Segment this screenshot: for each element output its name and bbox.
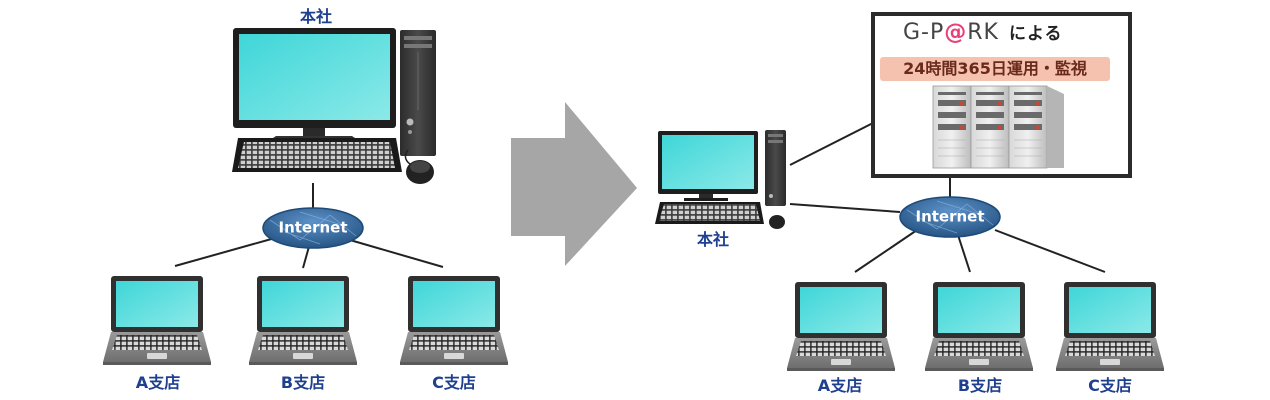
internet-cloud-icon xyxy=(262,207,364,249)
hq-label-left: 本社 xyxy=(299,7,333,26)
hq-label-right: 本社 xyxy=(696,230,730,249)
service-banner: 24時間365日運用・監視 xyxy=(880,57,1110,81)
branch-label-c-left: C支店 xyxy=(432,373,476,392)
arrow-right-icon xyxy=(511,102,637,266)
branch-label-c-right: C支店 xyxy=(1088,376,1132,395)
branch-label-b-left: B支店 xyxy=(280,373,326,392)
brand-suffix: RK xyxy=(967,20,999,45)
desktop-computer-icon xyxy=(232,28,436,184)
laptop-icon xyxy=(1056,282,1164,371)
branch-label-a-right: A支店 xyxy=(817,376,863,395)
desktop-computer-icon xyxy=(655,130,786,229)
brand-prefix: G-P xyxy=(903,20,945,45)
server-rack-icon xyxy=(932,85,1064,169)
brand-at-mark: @ xyxy=(944,20,968,45)
laptop-icon xyxy=(249,276,357,365)
brand-tail: による xyxy=(1008,24,1063,44)
gpark-brand-title: G-P@RK による xyxy=(903,22,1062,44)
internet-label-left: Internet xyxy=(278,218,348,237)
laptop-icon xyxy=(103,276,211,365)
laptop-icon xyxy=(400,276,508,365)
internet-cloud-icon xyxy=(899,196,1001,238)
internet-label-right: Internet xyxy=(915,207,985,226)
laptop-icon xyxy=(925,282,1033,371)
laptop-icon xyxy=(787,282,895,371)
branch-label-a-left: A支店 xyxy=(135,373,181,392)
right-connection-lines xyxy=(789,122,1106,273)
branch-label-b-right: B支店 xyxy=(957,376,1003,395)
